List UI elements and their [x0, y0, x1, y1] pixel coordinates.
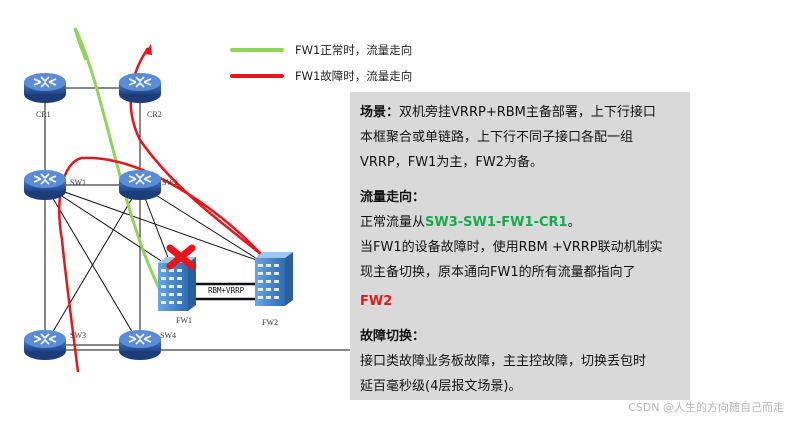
legend-failure-label: FW1故障时，流量走向: [295, 69, 413, 83]
watermark: CSDN @人生的方向随自己而走: [628, 401, 784, 414]
flow-normal-prefix: 正常流量从: [360, 215, 426, 230]
legend-normal-swatch: [230, 48, 284, 52]
flow-title: 流量走向：: [360, 190, 426, 205]
label-cr2: CR2: [147, 110, 162, 119]
normal-flow-path: [73, 27, 162, 291]
scene-line-1: 场景：双机旁挂VRRP+RBM主备部署，上下行接口: [360, 100, 680, 125]
flow-fail-1: 当FW1的设备故障时，使用RBM +VRRP联动机制实: [360, 240, 663, 255]
switch-text-2: 延百毫秒级(4层报文场景)。: [360, 379, 522, 394]
scene-text-3: VRRP，FW1为主，FW2为备。: [360, 155, 544, 170]
flow-normal-suffix: 。: [567, 215, 581, 230]
label-sw4: SW4: [160, 331, 176, 340]
label-cr1: CR1: [36, 110, 51, 119]
label-sw3: SW3: [70, 331, 86, 340]
failure-flow-path: [58, 47, 263, 373]
scene-title: 场景：: [360, 105, 400, 120]
label-fw2: FW2: [262, 318, 278, 327]
router-cr2-icon: [118, 72, 162, 104]
failure-cross-icon: [166, 244, 196, 270]
legend-failure-swatch: [230, 74, 284, 78]
flow-fail-2: 现主备切换，原本通向FW1的所有流量都指向了: [360, 265, 636, 280]
topology-links: [44, 87, 350, 351]
description-panel: 场景：双机旁挂VRRP+RBM主备部署，上下行接口 本框聚合或单链路，上下行不同…: [350, 92, 690, 400]
label-fw1: FW1: [176, 316, 192, 325]
router-cr1-icon: [23, 72, 67, 104]
rbm-vrrp-link: RBM+VRRP: [195, 282, 255, 301]
switch-sw2-icon: [118, 169, 162, 201]
label-sw2: SW2: [162, 178, 178, 187]
flow-normal-line: 正常流量从SW3-SW1-FW1-CR1。: [360, 210, 680, 235]
label-sw1: SW1: [70, 178, 86, 187]
switch-sw1-icon: [23, 169, 67, 201]
switch-sw3-icon: [23, 329, 67, 361]
legend-normal-label: FW1正常时，流量走向: [295, 43, 413, 57]
switch-sw4-icon: [118, 329, 162, 361]
flow-fail-target: FW2: [360, 294, 393, 309]
flow-normal-path: SW3-SW1-FW1-CR1: [425, 215, 568, 230]
scene-text-2: 本框聚合或单链路，上下行不同子接口各配一组: [360, 130, 634, 145]
rbm-vrrp-label: RBM+VRRP: [208, 286, 245, 295]
switch-text-1: 接口类故障业务板故障，主主控故障，切换丢包时: [360, 354, 647, 369]
network-topology: RBM+VRRP CR1 CR2 SW1 SW2 SW3 SW4 FW1 FW2: [23, 27, 350, 373]
firewall-fw2-icon: [255, 252, 293, 306]
scene-text-1: 双机旁挂VRRP+RBM主备部署，上下行接口: [399, 105, 656, 120]
switch-title: 故障切换：: [360, 329, 426, 344]
